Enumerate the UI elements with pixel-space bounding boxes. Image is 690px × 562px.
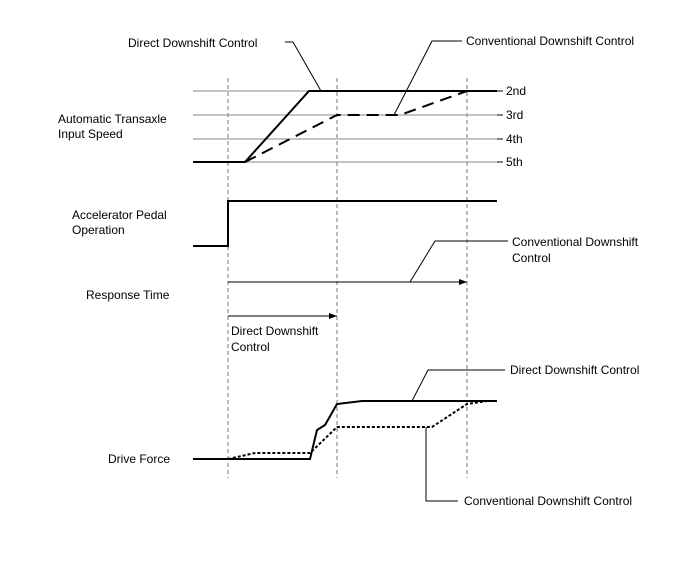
pedal-label-line1: Accelerator Pedal bbox=[72, 208, 167, 222]
input-speed-label-line1: Automatic Transaxle bbox=[58, 112, 167, 126]
accelerator-pedal-curve bbox=[193, 200, 497, 247]
df-conventional-label: Conventional Downshift Control bbox=[464, 494, 632, 508]
response-conventional-leader bbox=[409, 240, 508, 283]
gear-label-3rd: 3rd bbox=[506, 108, 523, 122]
pedal-label-line2: Operation bbox=[72, 223, 125, 237]
response-direct-label-line1: Direct Downshift bbox=[231, 324, 319, 338]
top-conventional-leader bbox=[393, 40, 462, 116]
top-conventional-label: Conventional Downshift Control bbox=[466, 34, 634, 48]
df-conventional-leader bbox=[425, 427, 458, 502]
top-direct-leader bbox=[285, 41, 322, 92]
df-direct-leader bbox=[411, 369, 505, 402]
input-speed-label-line2: Input Speed bbox=[58, 127, 123, 141]
gear-label-5th: 5th bbox=[506, 155, 523, 169]
gear-label-2nd: 2nd bbox=[506, 84, 526, 98]
drive-force-conventional-curve bbox=[227, 400, 488, 460]
top-direct-label: Direct Downshift Control bbox=[128, 36, 257, 50]
response-direct-label-line2: Control bbox=[231, 340, 270, 354]
response-conventional-label-line1: Conventional Downshift bbox=[512, 235, 639, 249]
gear-label-4th: 4th bbox=[506, 132, 523, 146]
df-direct-label: Direct Downshift Control bbox=[510, 363, 639, 377]
drive-force-label: Drive Force bbox=[108, 452, 170, 466]
response-conventional-label-line2: Control bbox=[512, 251, 551, 265]
response-time-label: Response Time bbox=[86, 288, 170, 302]
drive-force-direct-curve bbox=[193, 400, 497, 460]
input-speed-conventional-curve bbox=[244, 90, 468, 163]
input-speed-direct-curve bbox=[193, 90, 497, 163]
